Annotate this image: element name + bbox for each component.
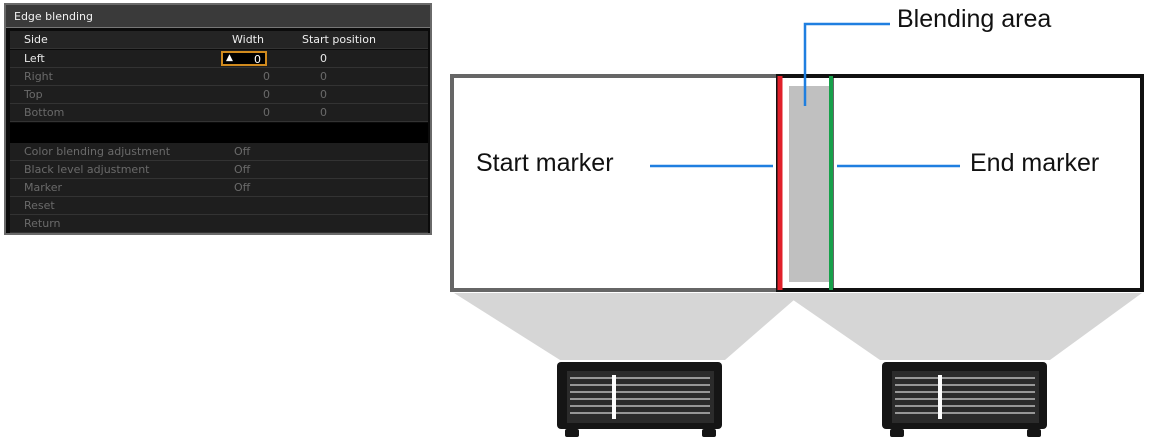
side-label: Left [24,52,45,65]
setting-label: Color blending adjustment [24,145,171,158]
side-label: Right [24,70,53,83]
width-column-header: Width [232,33,264,46]
setting-row-black-level[interactable]: Black level adjustment Off [10,161,428,179]
setting-label: Marker [24,181,63,194]
setting-value: Off [234,145,251,158]
side-label: Bottom [24,106,65,119]
return-menu-item[interactable]: Return [10,215,428,233]
separator [10,123,428,143]
width-stepper[interactable]: ▲▼ 0 [221,51,267,80]
left-projector [557,362,722,437]
edge-blending-menu: Edge blending Side Width Start position … [4,3,432,235]
right-projection-beam [783,293,1142,360]
width-value: 0 [263,106,270,119]
side-row-top[interactable]: Top 0 0 [10,86,428,104]
column-header-row: Side Width Start position [10,31,428,49]
end-marker-label: End marker [970,149,1100,177]
menu-title: Edge blending [6,5,430,28]
edge-blending-diagram: Blending area Start marker End marker [440,0,1164,443]
blending-area-label: Blending area [897,5,1052,33]
start-position-value: 0 [320,106,327,119]
side-row-bottom[interactable]: Bottom 0 0 [10,104,428,122]
setting-value: Off [234,181,251,194]
left-screen [450,74,834,292]
return-label: Return [24,217,61,230]
start-marker-label: Start marker [476,149,614,177]
reset-menu-item[interactable]: Reset [10,197,428,215]
setting-label: Black level adjustment [24,163,150,176]
left-projection-beam [454,293,802,360]
start-position-value: 0 [320,52,327,65]
side-row-left[interactable]: Left ▲▼ 0 0 [10,50,428,80]
setting-value: Off [234,163,251,176]
diagram-svg [450,22,1144,437]
reset-label: Reset [24,199,55,212]
side-column-header: Side [24,33,48,46]
start-position-column-header: Start position [302,33,376,46]
blending-area [789,86,831,282]
right-projector [882,362,1047,437]
side-label: Top [24,88,43,101]
start-position-value: 0 [320,88,327,101]
setting-row-marker[interactable]: Marker Off [10,179,428,197]
blending-area-callout [803,22,890,106]
side-row-right[interactable]: Right 0 0 [10,68,428,86]
setting-row-color-blending[interactable]: Color blending adjustment Off [10,143,428,161]
start-position-value: 0 [320,70,327,83]
width-value: 0 [254,53,261,66]
width-value: 0 [263,70,270,83]
width-value: 0 [263,88,270,101]
